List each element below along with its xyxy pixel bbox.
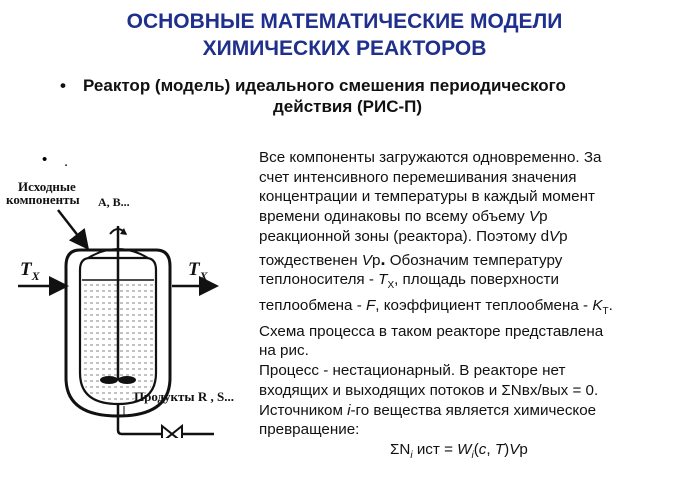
text-line: времени одинаковы по всему объему Vр <box>259 208 548 226</box>
source-formula: ΣNi ист = Wi(c, T)Vр <box>390 440 528 461</box>
feed-arrow <box>57 209 90 250</box>
feed-label-line-1: Исходные <box>18 179 76 194</box>
text-line: тождественен Vр. Обозначим температуру <box>259 248 563 269</box>
feed-substances-label: A, B... <box>98 195 130 209</box>
products-label: Продукты R , S... <box>134 389 234 404</box>
reactor-jacket <box>64 248 172 418</box>
bullet-marker: • <box>60 76 66 95</box>
text-line: Источником i-го вещества является химиче… <box>259 401 597 419</box>
main-bullet-line-2: действия (РИС-П) <box>273 97 423 116</box>
text-line: реакционной зоны (реактора). Поэтому dVр <box>259 227 568 245</box>
impeller-blade-right <box>118 376 136 384</box>
slide-title-line-2: ХИМИЧЕСКИХ РЕАКТОРОВ <box>202 37 487 60</box>
slide-title: ОСНОВНЫЕ МАТЕМАТИЧЕСКИЕ МОДЕЛИ ХИМИЧЕСКИ… <box>0 8 689 62</box>
small-bullet-text: . <box>64 153 69 170</box>
text-line: входящих и выходящих потоков и ΣNвх/вых … <box>259 381 599 399</box>
outlet-valve <box>161 423 183 445</box>
reactor-diagram: Исходные компоненты A, B... TX TX Продук… <box>0 168 250 445</box>
text-line: на рис. <box>259 342 309 360</box>
description-text: Все компоненты загружаются одновременно.… <box>259 148 684 466</box>
text-line: превращение: <box>259 421 360 439</box>
text-line: теплообмена - F, коэффициент теплообмена… <box>259 296 613 317</box>
slide-title-line-1: ОСНОВНЫЕ МАТЕМАТИЧЕСКИЕ МОДЕЛИ <box>126 10 563 33</box>
tx-left-symbol: T <box>20 259 32 280</box>
text-line: теплоносителя - TX, площадь поверхности <box>259 271 559 292</box>
text-line: Процесс - нестационарный. В реакторе нет <box>259 362 566 380</box>
bullet-marker: • <box>42 151 48 168</box>
text-line: Все компоненты загружаются одновременно.… <box>259 149 602 166</box>
reactor-schematic <box>18 209 219 445</box>
text-line: Схема процесса в таком реакторе представ… <box>259 322 604 340</box>
tx-right-subscript: X <box>199 268 208 283</box>
main-bullet-line-1: Реактор (модель) идеального смешения пер… <box>83 76 566 95</box>
feed-label-line-2: компоненты <box>6 192 80 207</box>
impeller-blade-left <box>100 376 118 384</box>
text-line: концентрации и температуры в каждый моме… <box>259 188 595 206</box>
tx-left-label: TX <box>20 259 40 284</box>
tx-right-label: TX <box>188 259 208 284</box>
tx-right-symbol: T <box>188 259 200 280</box>
tx-left-subscript: X <box>31 268 40 283</box>
text-line: счет интенсивного перемешивания значения <box>259 168 577 186</box>
